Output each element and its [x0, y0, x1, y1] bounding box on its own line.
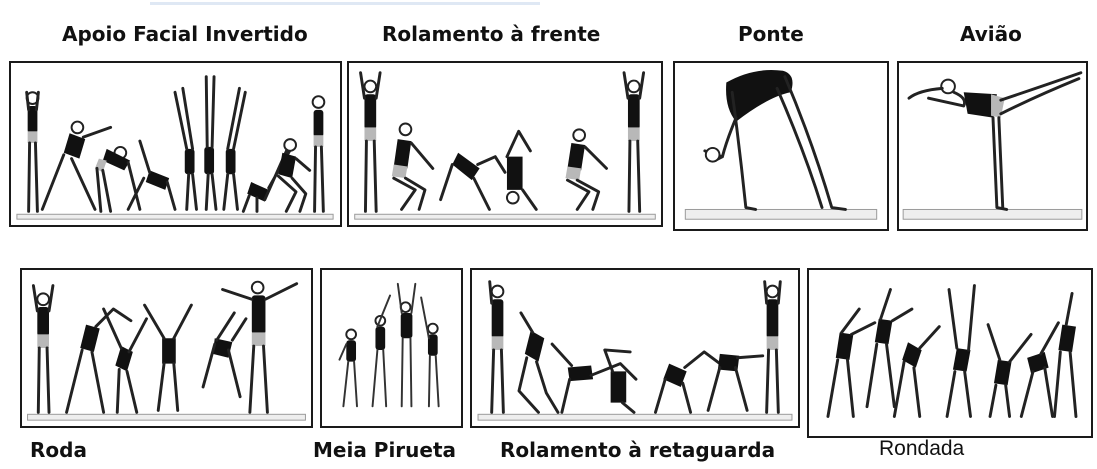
panel-aviao	[897, 61, 1088, 231]
illustration-aviao	[902, 71, 1083, 220]
illustration-meia-pirueta	[338, 282, 440, 408]
illustration-ponte	[684, 70, 878, 220]
label-aviao: Avião	[960, 22, 1022, 46]
label-ponte: Ponte	[738, 22, 804, 46]
top-divider-line	[150, 2, 540, 5]
illustration-roda	[27, 280, 306, 421]
illustration-rolamento-a-frente	[354, 71, 656, 220]
label-roda: Roda	[30, 438, 87, 462]
label-rolamento-a-retaguarda: Rolamento à retaguarda	[500, 438, 776, 462]
label-rolamento-a-frente: Rolamento à frente	[382, 22, 601, 46]
illustration-rondada	[826, 284, 1078, 418]
illustration-rolamento-a-retaguarda	[477, 280, 793, 421]
panel-roda	[20, 268, 313, 428]
panel-rolamento-a-frente	[347, 61, 663, 227]
panel-meia-pirueta	[320, 268, 463, 428]
label-meia-pirueta: Meia Pirueta	[313, 438, 457, 462]
label-apoio-facial-invertido: Apoio Facial Invertido	[62, 22, 308, 46]
label-rondada: Rondada	[879, 437, 965, 460]
panel-rondada	[807, 268, 1093, 438]
panel-apoio-facial-invertido	[9, 61, 342, 227]
panel-ponte	[673, 61, 889, 231]
panel-rolamento-a-retaguarda	[470, 268, 800, 428]
illustration-apoio-facial-invertido	[16, 75, 334, 220]
